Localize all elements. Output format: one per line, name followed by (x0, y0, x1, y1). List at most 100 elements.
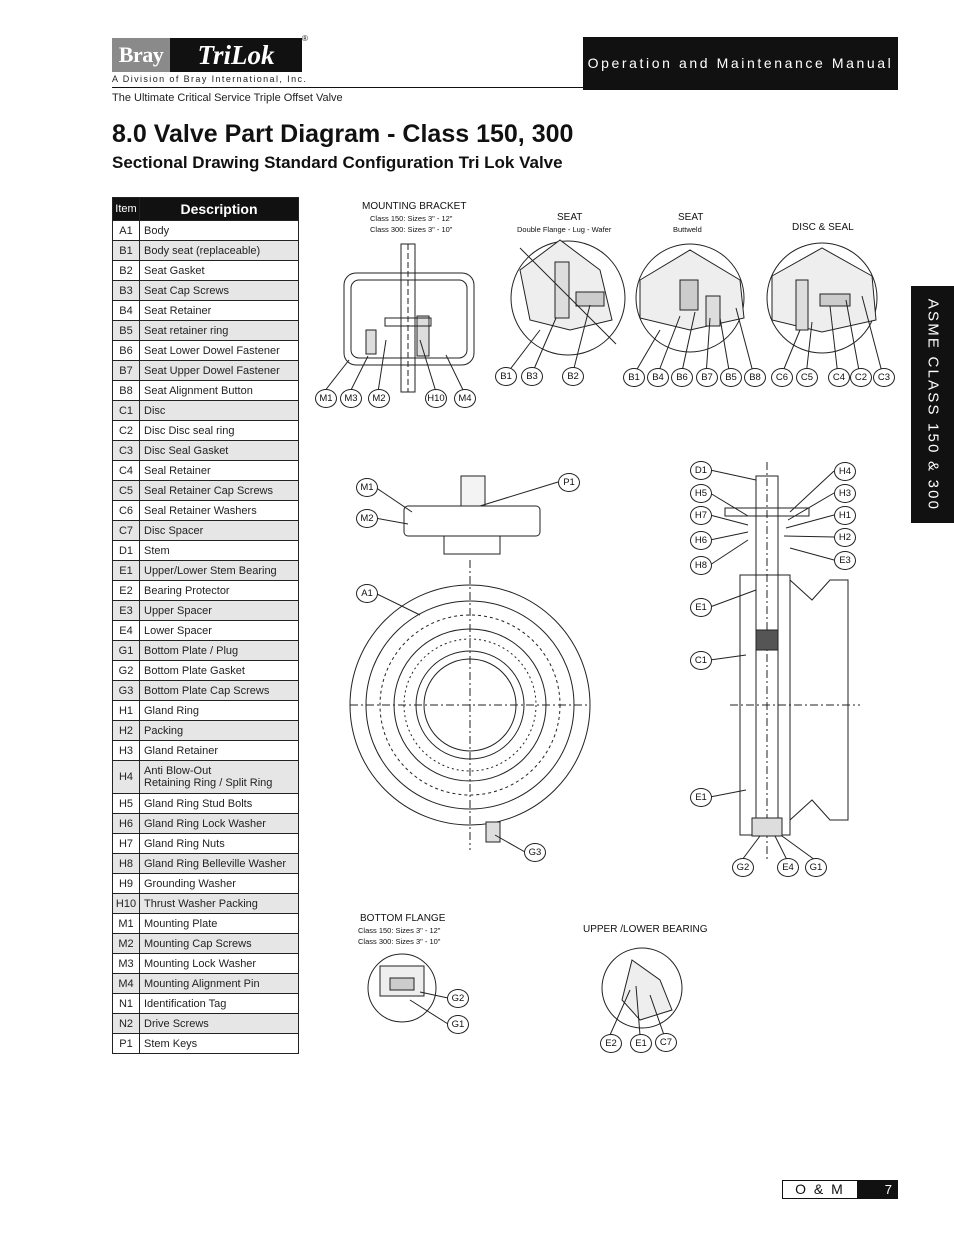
callout-ds-2: C4 (828, 368, 850, 387)
part-description: Upper/Lower Stem Bearing (139, 560, 299, 581)
table-header-row: Item Description (112, 197, 299, 221)
part-description: Disc Spacer (139, 520, 299, 541)
part-code: E4 (112, 620, 140, 641)
part-description-text: Seat Retainer (144, 304, 212, 317)
part-code: G1 (112, 640, 140, 661)
part-description-text: Packing (144, 724, 184, 737)
callout-s2-2: B6 (671, 368, 693, 387)
callout-mb-2: M2 (368, 389, 390, 408)
part-description-text: Gland Ring (144, 704, 200, 717)
part-description: Seal Retainer Cap Screws (139, 480, 299, 501)
callout-s2-3: B7 (696, 368, 718, 387)
bottom-flange-title: BOTTOM FLANGE (360, 913, 446, 924)
callout-br-0: E2 (600, 1034, 622, 1053)
header-rule (112, 87, 898, 88)
disc-seal-detail-drawing (766, 242, 884, 377)
part-description: Disc Disc seal ring (139, 420, 299, 441)
callout-ds-3: C2 (850, 368, 872, 387)
callout-ds-4: C3 (873, 368, 895, 387)
callout-ds-1: C5 (796, 368, 818, 387)
seat2-sub: Buttweld (673, 225, 702, 234)
table-row: E3 Upper Spacer (112, 600, 299, 621)
part-description-text: Body (144, 224, 170, 237)
col-item-header: Item (112, 197, 140, 221)
part-code: B1 (112, 240, 140, 261)
callout-s2-5: B8 (744, 368, 766, 387)
part-description-text: Disc Spacer (144, 524, 204, 537)
callout-side-3: H6 (690, 531, 712, 550)
callout-side-1: H5 (690, 484, 712, 503)
part-description-text: Upper Spacer (144, 604, 212, 617)
callout-s1-2: B2 (562, 367, 584, 386)
callout-mb-0: M1 (315, 389, 337, 408)
callout-s1-0: B1 (495, 367, 517, 386)
part-description-text: Gland Ring Stud Bolts (144, 797, 253, 810)
callout-s1-1: B3 (521, 367, 543, 386)
part-code: N1 (112, 993, 140, 1014)
part-description: Gland Ring Lock Washer (139, 813, 299, 834)
callout-br-2: C7 (655, 1033, 677, 1052)
page-number: 7 (857, 1180, 898, 1199)
part-code: C7 (112, 520, 140, 541)
part-description-text: Stem Keys (144, 1037, 198, 1050)
part-code: H3 (112, 740, 140, 761)
part-description-text: Gland Ring Nuts (144, 837, 225, 850)
callout-mb-4: M4 (454, 389, 476, 408)
part-description-text: Gland Retainer (144, 744, 218, 757)
seat-detail-1-drawing (504, 239, 626, 377)
part-description: Stem Keys (139, 1033, 299, 1054)
bearing-title: UPPER /LOWER BEARING (583, 924, 708, 935)
trilok-logo: TriLok (170, 38, 302, 72)
tagline: The Ultimate Critical Service Triple Off… (112, 92, 343, 104)
part-code: E3 (112, 600, 140, 621)
part-description: Gland Ring Nuts (139, 833, 299, 854)
side-view-drawing (709, 462, 860, 861)
part-code: C3 (112, 440, 140, 461)
mounting-bracket-drawing (323, 243, 475, 393)
seat1-title: SEAT (557, 212, 583, 223)
disc-seal-title: DISC & SEAL (792, 222, 854, 233)
part-description-text: Grounding Washer (144, 877, 236, 890)
callout-side-0: D1 (690, 461, 712, 480)
callout-bf-1: G1 (447, 1015, 469, 1034)
callout-side-10: G1 (805, 858, 827, 877)
part-description-text: Disc Seal Gasket (144, 444, 229, 457)
part-code: H6 (112, 813, 140, 834)
part-description: Seat Gasket (139, 260, 299, 281)
part-description-text: Seat Lower Dowel Fastener (144, 344, 280, 357)
callout-front-2: A1 (356, 584, 378, 603)
part-description-text: Disc (144, 404, 166, 417)
callout-front-0: M1 (356, 478, 378, 497)
part-description: Upper Spacer (139, 600, 299, 621)
part-description-text: Disc Disc seal ring (144, 424, 235, 437)
callout-side-9: E4 (777, 858, 799, 877)
part-description: Disc Seal Gasket (139, 440, 299, 461)
bearing-detail-drawing (601, 947, 683, 1036)
callout-side-5: E1 (690, 598, 712, 617)
table-row: C3 Disc Seal Gasket (112, 440, 299, 461)
callout-side-15: E3 (834, 551, 856, 570)
callout-side-8: G2 (732, 858, 754, 877)
callout-mb-1: M3 (340, 389, 362, 408)
part-description-text-line2: Retaining Ring / Split Ring (144, 777, 273, 789)
callout-s2-4: B5 (720, 368, 742, 387)
part-description-text: Mounting Cap Screws (144, 937, 252, 950)
